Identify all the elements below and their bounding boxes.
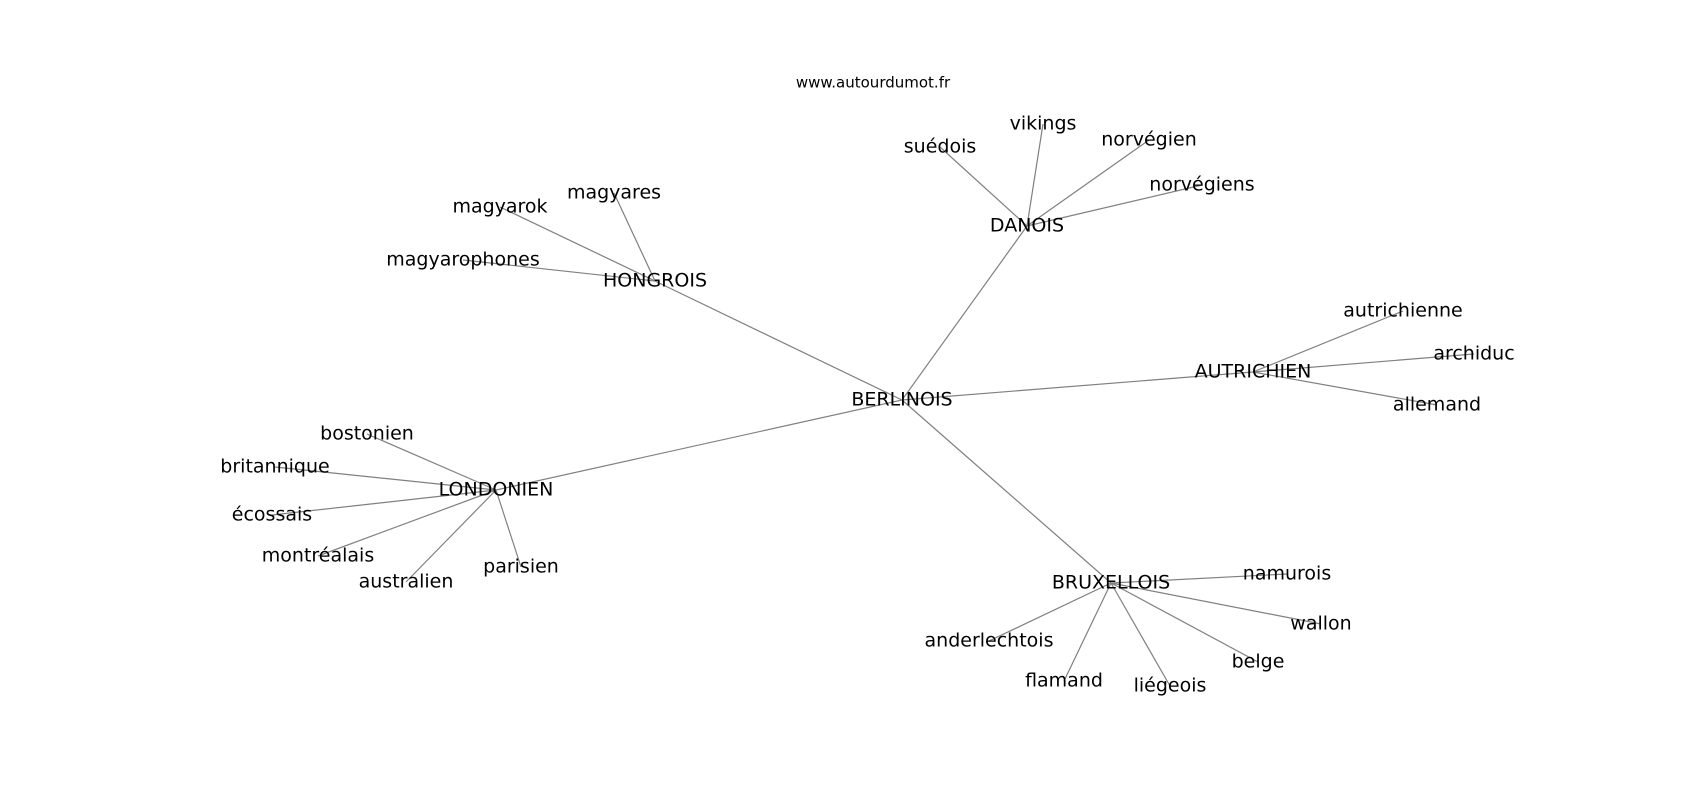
labels-layer: www.autourdumot.fr BERLINOIS HONGROIS mag…	[220, 74, 1514, 697]
edge-center-bruxellois	[901, 399, 1112, 584]
leaf-node-bruxellois[interactable]: anderlechtois	[925, 630, 1054, 652]
edge-danois-leaf	[939, 146, 1028, 227]
leaf-node-bruxellois[interactable]: liégeois	[1134, 675, 1207, 697]
leaf-node-hongrois[interactable]: magyarok	[452, 196, 547, 218]
leaf-node-hongrois[interactable]: magyarophones	[386, 249, 539, 271]
edge-bruxellois-leaf	[1110, 582, 1322, 625]
edge-bruxellois-leaf	[988, 582, 1112, 642]
edge-londonien-leaf	[405, 489, 497, 583]
edge-londonien-leaf	[317, 489, 497, 557]
edge-hongrois-leaf	[462, 259, 656, 282]
hub-node-danois[interactable]: DANOIS	[990, 215, 1064, 237]
edge-londonien-leaf	[271, 489, 497, 516]
edge-hongrois-leaf	[613, 192, 656, 282]
edge-bruxellois-leaf	[1110, 582, 1171, 687]
hub-node-hongrois[interactable]: HONGROIS	[603, 270, 707, 292]
leaf-node-londonien[interactable]: montréalais	[262, 545, 374, 567]
hub-node-bruxellois[interactable]: BRUXELLOIS	[1052, 572, 1170, 594]
leaf-node-londonien[interactable]: parisien	[483, 556, 559, 578]
leaf-node-londonien[interactable]: australien	[359, 571, 454, 593]
edge-danois-leaf	[1026, 139, 1150, 227]
edge-danois-leaf	[1026, 184, 1203, 227]
leaf-node-londonien[interactable]: britannique	[220, 456, 329, 478]
edge-autrichien-leaf	[1252, 371, 1438, 406]
edge-autrichien-leaf	[1252, 353, 1475, 373]
leaf-node-bruxellois[interactable]: namurois	[1243, 563, 1331, 585]
leaf-node-bruxellois[interactable]: wallon	[1290, 613, 1351, 635]
leaf-node-danois[interactable]: suédois	[904, 136, 977, 158]
leaf-node-danois[interactable]: norvégiens	[1149, 174, 1254, 196]
leaf-node-londonien[interactable]: bostonien	[320, 423, 414, 445]
edge-autrichien-leaf	[1252, 310, 1404, 373]
edge-center-autrichien	[901, 371, 1254, 401]
edge-danois-leaf	[1026, 123, 1044, 227]
edge-bruxellois-leaf	[1110, 573, 1288, 584]
leaf-node-danois[interactable]: vikings	[1010, 113, 1077, 135]
leaf-node-autrichien[interactable]: archiduc	[1433, 343, 1514, 365]
leaf-node-autrichien[interactable]: allemand	[1393, 394, 1481, 416]
edge-londonien-leaf	[495, 489, 522, 568]
edge-londonien-leaf	[366, 433, 497, 491]
edges-layer	[271, 123, 1475, 687]
edge-center-danois	[901, 225, 1028, 401]
leaf-node-londonien[interactable]: écossais	[232, 504, 312, 526]
edge-center-londonien	[495, 399, 903, 491]
leaf-node-bruxellois[interactable]: flamand	[1025, 670, 1103, 692]
edge-londonien-leaf	[274, 466, 497, 491]
hub-node-londonien[interactable]: LONDONIEN	[439, 479, 554, 501]
edge-bruxellois-leaf	[1110, 582, 1259, 663]
leaf-node-hongrois[interactable]: magyares	[567, 182, 661, 204]
center-node-label[interactable]: BERLINOIS	[851, 389, 952, 411]
leaf-node-bruxellois[interactable]: belge	[1232, 651, 1285, 673]
edge-bruxellois-leaf	[1063, 582, 1112, 682]
edge-hongrois-leaf	[499, 206, 656, 282]
leaf-node-danois[interactable]: norvégien	[1101, 129, 1196, 151]
edge-center-hongrois	[654, 280, 903, 401]
leaf-node-autrichien[interactable]: autrichienne	[1343, 300, 1462, 322]
hub-node-autrichien[interactable]: AUTRICHIEN	[1195, 361, 1312, 383]
watermark-text[interactable]: www.autourdumot.fr	[796, 74, 951, 92]
